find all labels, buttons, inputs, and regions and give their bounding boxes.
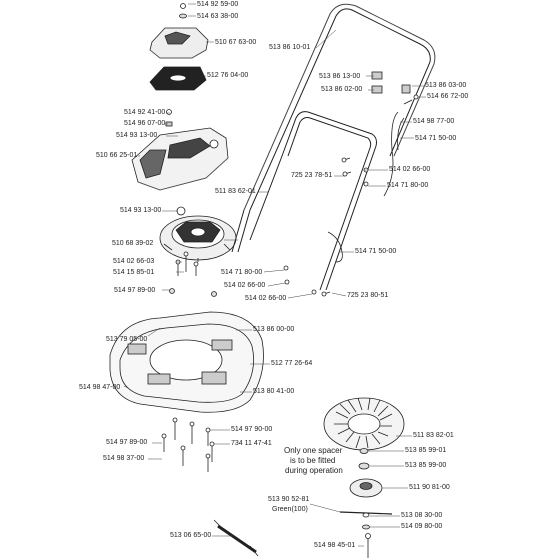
part-label: 514 98 77-00: [413, 118, 455, 125]
spacer-note-line2: is to be fitted: [290, 456, 336, 465]
part-label: 513 80 41-00: [253, 388, 295, 395]
spacer-note-line3: during operation: [285, 466, 343, 475]
part-label: 513 86 00-00: [253, 326, 295, 333]
part-label: 513 86 02-00: [321, 86, 363, 93]
part-label: 513 79 05-00: [106, 336, 148, 343]
part-label: 510 67 63-00: [215, 39, 257, 46]
motor-plate: [159, 206, 237, 262]
hood-bolts: [161, 417, 215, 472]
part-label: 734 11 47-41: [231, 440, 272, 447]
part-label: 514 98 45-01: [314, 542, 356, 549]
handle-knobs: [371, 71, 419, 105]
part-label: 511 90 81-00: [409, 484, 450, 491]
part-label: 513 86 13-00: [319, 73, 361, 80]
part-label: 514 93 13-00: [120, 207, 162, 214]
handle-screws: [283, 157, 369, 297]
part-label: 514 09 80-00: [401, 523, 443, 530]
filter-mat: [149, 66, 207, 91]
part-label: 511 83 82-01: [413, 432, 454, 439]
part-label: 514 98 37-00: [103, 455, 145, 462]
part-label: 514 15 85-01: [113, 269, 155, 276]
top-cover: [149, 27, 209, 59]
part-label: 513 85 99-01: [405, 447, 447, 454]
part-label: 513 90 52-81: [268, 496, 310, 503]
part-label: 514 92 41-00: [124, 109, 166, 116]
part-label: 514 93 13-00: [116, 132, 158, 139]
part-label: 514 02 66-00: [245, 295, 287, 302]
part-label: 513 86 03-00: [425, 82, 467, 89]
part-label: 510 68 39-02: [112, 240, 154, 247]
part-label: 514 98 47-00: [79, 384, 121, 391]
part-label: 725 23 78-51: [291, 172, 333, 179]
lower-handle: [231, 111, 377, 291]
part-label: 514 97 89-00: [114, 287, 156, 294]
hood: [109, 311, 264, 413]
top-screw: [179, 3, 187, 19]
part-label: 725 23 80-51: [347, 292, 389, 299]
part-label: 512 76 04-00: [207, 72, 249, 79]
part-label: 514 96 07-00: [124, 120, 166, 127]
part-label: 513 85 99-00: [405, 462, 447, 469]
part-label: 514 97 90-00: [231, 426, 273, 433]
motor-housing: [131, 127, 229, 191]
spacers: [358, 448, 370, 470]
leader-lines: [123, 3, 426, 547]
wrench: [213, 519, 259, 557]
part-label: 514 71 50-00: [355, 248, 397, 255]
part-label: 513 08 30-00: [401, 512, 443, 519]
part-label: Green(100): [272, 506, 308, 513]
part-label: 514 71 50-00: [415, 135, 457, 142]
spacer-note-line1: Only one spacer: [284, 446, 343, 455]
part-label: 514 63 38-00: [197, 13, 239, 20]
fan: [323, 397, 405, 451]
part-label: 513 86 10-01: [269, 44, 311, 51]
blade-hub: [349, 478, 383, 498]
part-label: 514 02 66-00: [224, 282, 266, 289]
blade-bolt: [362, 512, 371, 558]
part-label: 514 92 59-00: [197, 1, 239, 8]
part-label: 514 02 66-03: [113, 258, 155, 265]
part-label: 512 77 26-64: [271, 360, 313, 367]
part-label: 513 06 65-00: [170, 532, 212, 539]
upper-handle: [243, 3, 436, 211]
part-label: 514 66 72-00: [427, 93, 469, 100]
part-label: 511 83 62-01: [215, 188, 256, 195]
part-label: 514 71 80-00: [387, 182, 429, 189]
part-label: 514 97 89-00: [106, 439, 148, 446]
part-label: 514 02 66-00: [389, 166, 431, 173]
part-label: 514 71 80-00: [221, 269, 263, 276]
part-label: 510 66 25-01: [96, 152, 138, 159]
